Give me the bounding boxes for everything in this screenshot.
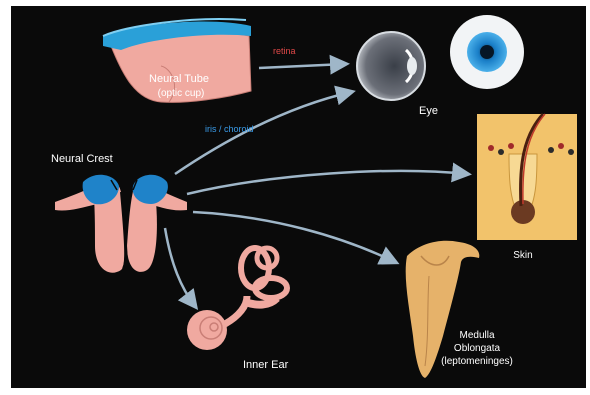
neural-tube-label: Neural Tube [149,73,209,85]
neural-crest-illustration [55,175,187,273]
neural-crest-diagram: Neural Tube (optic cup) retina iris / ch… [11,6,586,388]
eye-label: Eye [419,105,438,117]
inner-ear-label: Inner Ear [243,359,289,371]
diagram-frame: Neural Tube (optic cup) retina iris / ch… [11,6,586,388]
eye-cross-section-illustration [357,32,425,100]
neural-crest-label: Neural Crest [51,153,113,165]
medulla-label-line2: Oblongata [454,343,501,354]
medulla-label-line1: Medulla [459,330,494,341]
arrow-crest-to-inner-ear [165,228,195,306]
skin-label: Skin [513,250,532,261]
arrow-neural-tube-to-eye [259,64,345,68]
iris-choroid-label: iris / choroid [205,124,254,134]
arrow-crest-to-medulla [193,212,395,262]
medulla-label-line3: (leptomeninges) [441,356,513,367]
arrow-crest-to-eye [175,92,351,174]
optic-cup-label: (optic cup) [158,88,205,99]
arrow-crest-to-skin [187,171,467,194]
inner-ear-illustration [187,248,287,350]
skin-illustration [477,114,577,240]
retina-label: retina [273,46,296,56]
eye-front-illustration [450,15,524,89]
